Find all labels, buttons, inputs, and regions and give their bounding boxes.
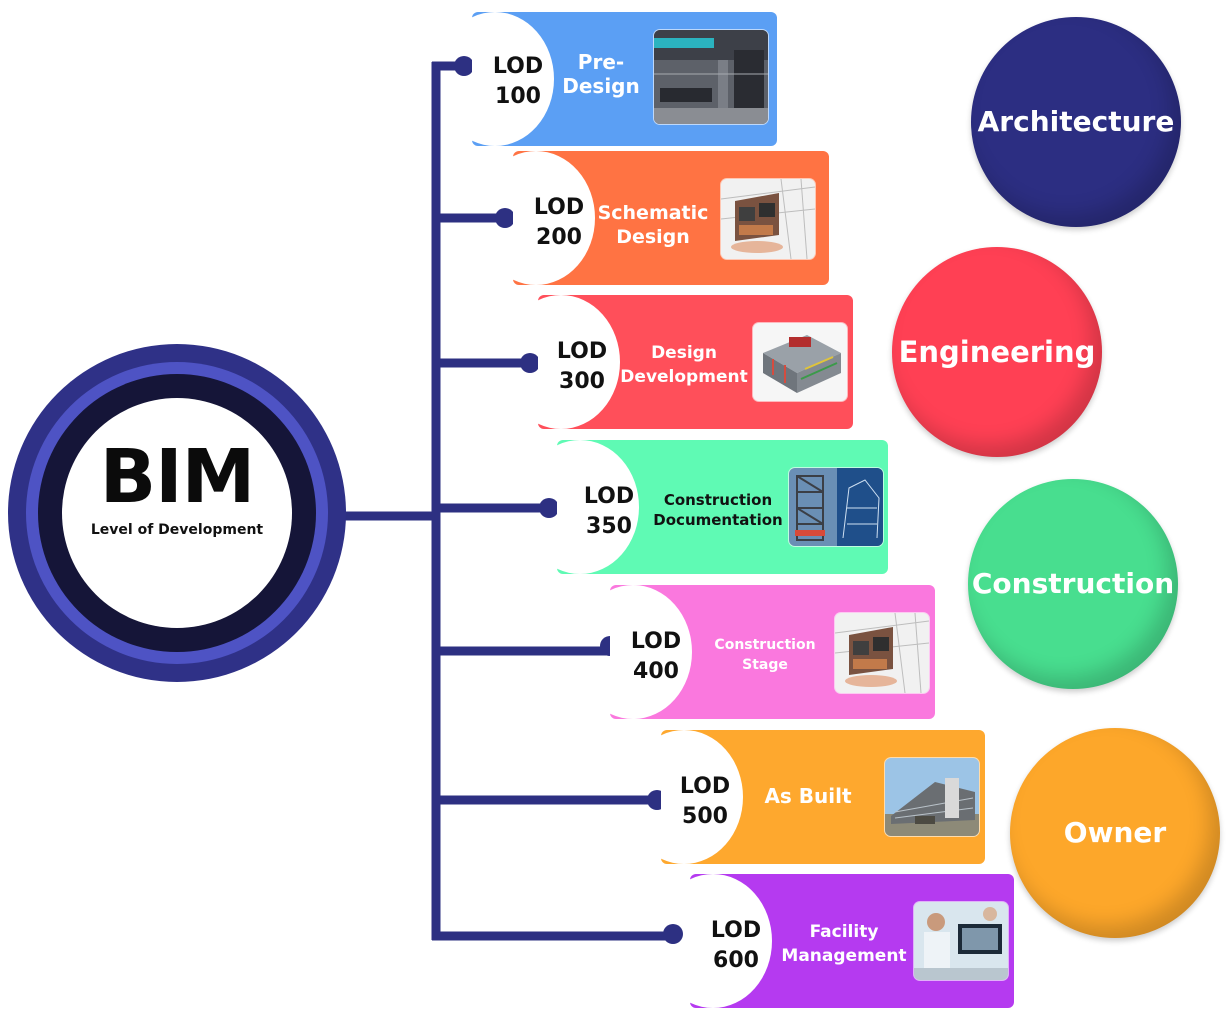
branch-dot bbox=[663, 924, 683, 944]
role-engineering: Engineering bbox=[892, 247, 1102, 457]
engineer-workstation-thumbnail bbox=[914, 902, 1008, 980]
building-model-thumbnail bbox=[721, 179, 815, 259]
interior-render-thumbnail bbox=[654, 30, 768, 124]
hub-ring-outer: BIM Level of Development bbox=[26, 362, 328, 664]
building-model-thumbnail bbox=[835, 613, 929, 693]
built-facade-thumbnail bbox=[885, 758, 979, 836]
branch-dot bbox=[520, 353, 540, 373]
hub-title: BIM bbox=[99, 434, 256, 520]
bim-hub: BIM Level of Development bbox=[8, 344, 346, 682]
hub-ring-inner: BIM Level of Development bbox=[38, 374, 316, 652]
stage-title: As Built bbox=[764, 784, 852, 808]
role-construction: Construction bbox=[968, 479, 1178, 689]
hub-center: BIM Level of Development bbox=[62, 398, 292, 628]
branch-dot bbox=[495, 208, 515, 228]
hub-subtitle: Level of Development bbox=[90, 522, 264, 538]
branch-dot bbox=[454, 56, 474, 76]
branch-dot bbox=[539, 498, 559, 518]
structure-cutaway-thumbnail bbox=[753, 323, 847, 401]
role-owner: Owner bbox=[1010, 728, 1220, 938]
steel-frame-thumbnail bbox=[789, 468, 883, 546]
stage-title: Pre-Design bbox=[562, 50, 640, 98]
role-architecture: Architecture bbox=[971, 17, 1181, 227]
